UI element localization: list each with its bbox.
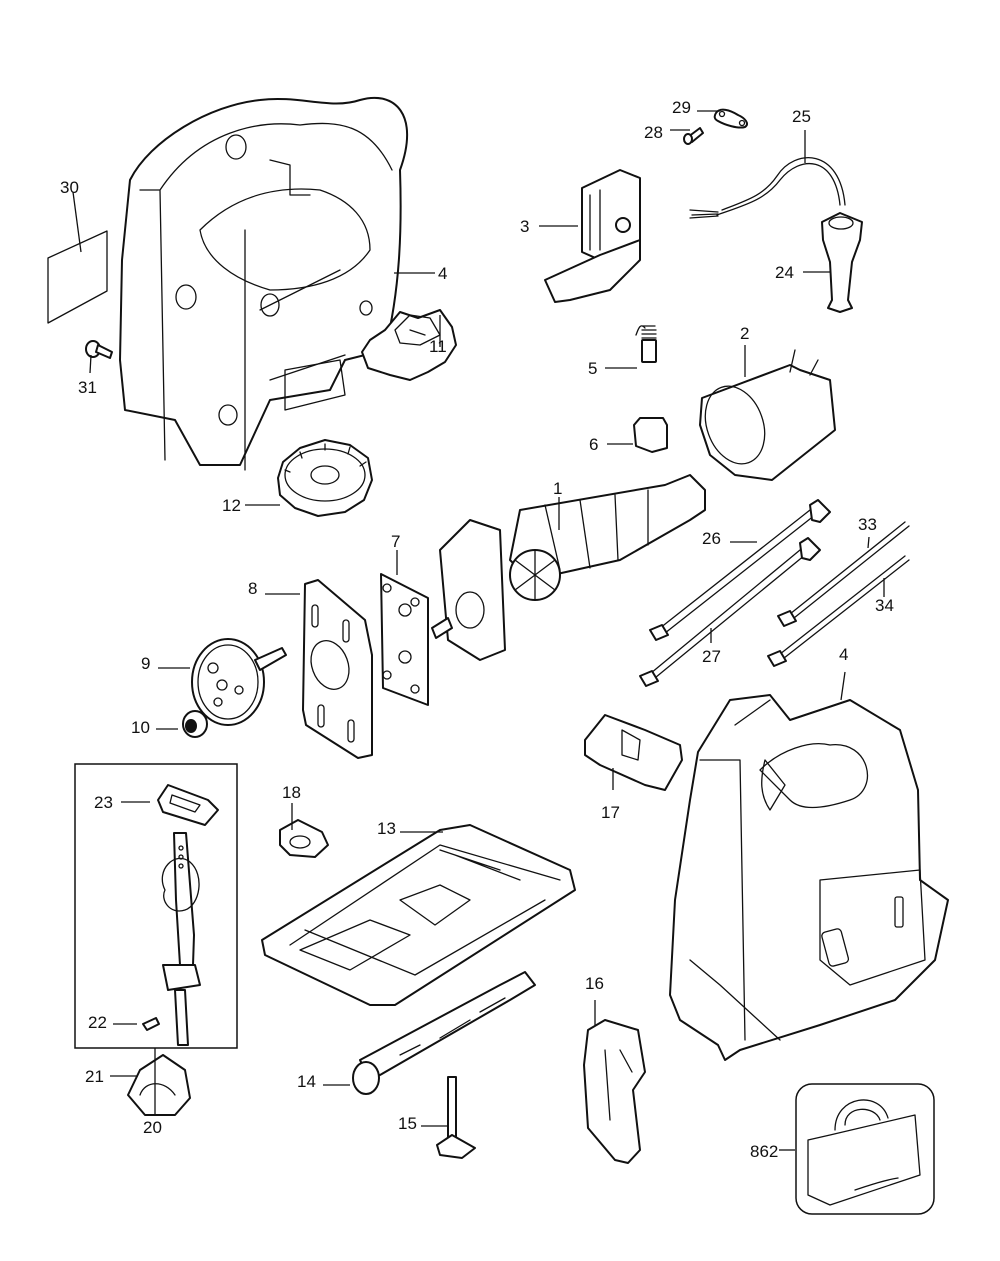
bearing-shape <box>182 710 208 738</box>
callout-label-25: 25 <box>792 107 811 126</box>
gasket-plate-shape <box>380 573 429 706</box>
callout-label-9: 9 <box>141 654 150 673</box>
callout-label-28: 28 <box>644 123 663 142</box>
shoe-shape <box>261 824 576 1006</box>
callout-label-6: 6 <box>589 435 598 454</box>
nameplate-shape <box>47 230 108 324</box>
blade-clamp-shape <box>127 1054 191 1116</box>
bag-shape <box>795 1083 935 1215</box>
screw-shape-22 <box>142 1017 160 1031</box>
field-shape <box>699 349 836 481</box>
callout-label-27: 27 <box>702 647 721 666</box>
callout-label-4a: 4 <box>438 264 447 283</box>
callout-label-2: 2 <box>740 324 749 343</box>
callout-label-31: 31 <box>78 378 97 397</box>
callout-label-24: 24 <box>775 263 794 282</box>
assembly-box-20 <box>74 763 238 1049</box>
callout-label-18: 18 <box>282 783 301 802</box>
callout-label-17: 17 <box>601 803 620 822</box>
switch-shape <box>544 169 641 303</box>
brush-holder-shape <box>633 417 668 453</box>
callout-label-26: 26 <box>702 529 721 548</box>
cord-clamp-shape <box>713 108 748 129</box>
leader-lines <box>72 110 885 1151</box>
housing-right-half <box>669 694 949 1061</box>
lead-wires-shape-33-34 <box>767 521 910 667</box>
callout-label-22: 22 <box>88 1013 107 1032</box>
callout-label-21: 21 <box>85 1067 104 1086</box>
callout-label-15: 15 <box>398 1114 417 1133</box>
callout-label-3: 3 <box>520 217 529 236</box>
callout-label-23: 23 <box>94 793 113 812</box>
gear-plate-shape <box>302 579 373 759</box>
callout-label-13: 13 <box>377 819 396 838</box>
callout-label-30: 30 <box>60 178 79 197</box>
screw-shape-28 <box>683 127 704 145</box>
callout-label-5: 5 <box>588 359 597 378</box>
callout-label-29: 29 <box>672 98 691 117</box>
callout-label-7: 7 <box>391 532 400 551</box>
armature-shape <box>431 474 706 661</box>
callout-label-8: 8 <box>248 579 257 598</box>
callout-label-1: 1 <box>553 479 562 498</box>
bushing-shape <box>157 784 219 826</box>
blade-guard-shape <box>583 1019 646 1164</box>
callout-label-20: 20 <box>143 1118 162 1137</box>
callout-label-11: 11 <box>429 337 447 356</box>
roller-arm-shape <box>352 971 536 1095</box>
callout-label-33: 33 <box>858 515 877 534</box>
callout-label-12: 12 <box>222 496 241 515</box>
brush-assembly-shape <box>635 325 657 363</box>
screw-shape-31 <box>85 340 113 359</box>
callout-label-10: 10 <box>131 718 150 737</box>
callout-label-16: 16 <box>585 974 604 993</box>
callout-label-4b: 4 <box>839 645 848 664</box>
lever-shape <box>584 714 683 791</box>
plunger-shape <box>161 832 201 1046</box>
clamp-nut-shape <box>279 819 329 858</box>
cord-shape <box>689 157 846 219</box>
cord-protector-shape <box>821 212 863 313</box>
screw-shape-15 <box>436 1076 476 1159</box>
lead-wires-shape-26-27 <box>639 499 831 687</box>
callout-label-862: 862 <box>750 1142 778 1161</box>
gear-wheel-shape <box>277 439 373 517</box>
callout-label-34: 34 <box>875 596 894 615</box>
housing-left-half <box>119 96 409 471</box>
callout-label-14: 14 <box>297 1072 316 1091</box>
gear-shape <box>191 638 287 726</box>
